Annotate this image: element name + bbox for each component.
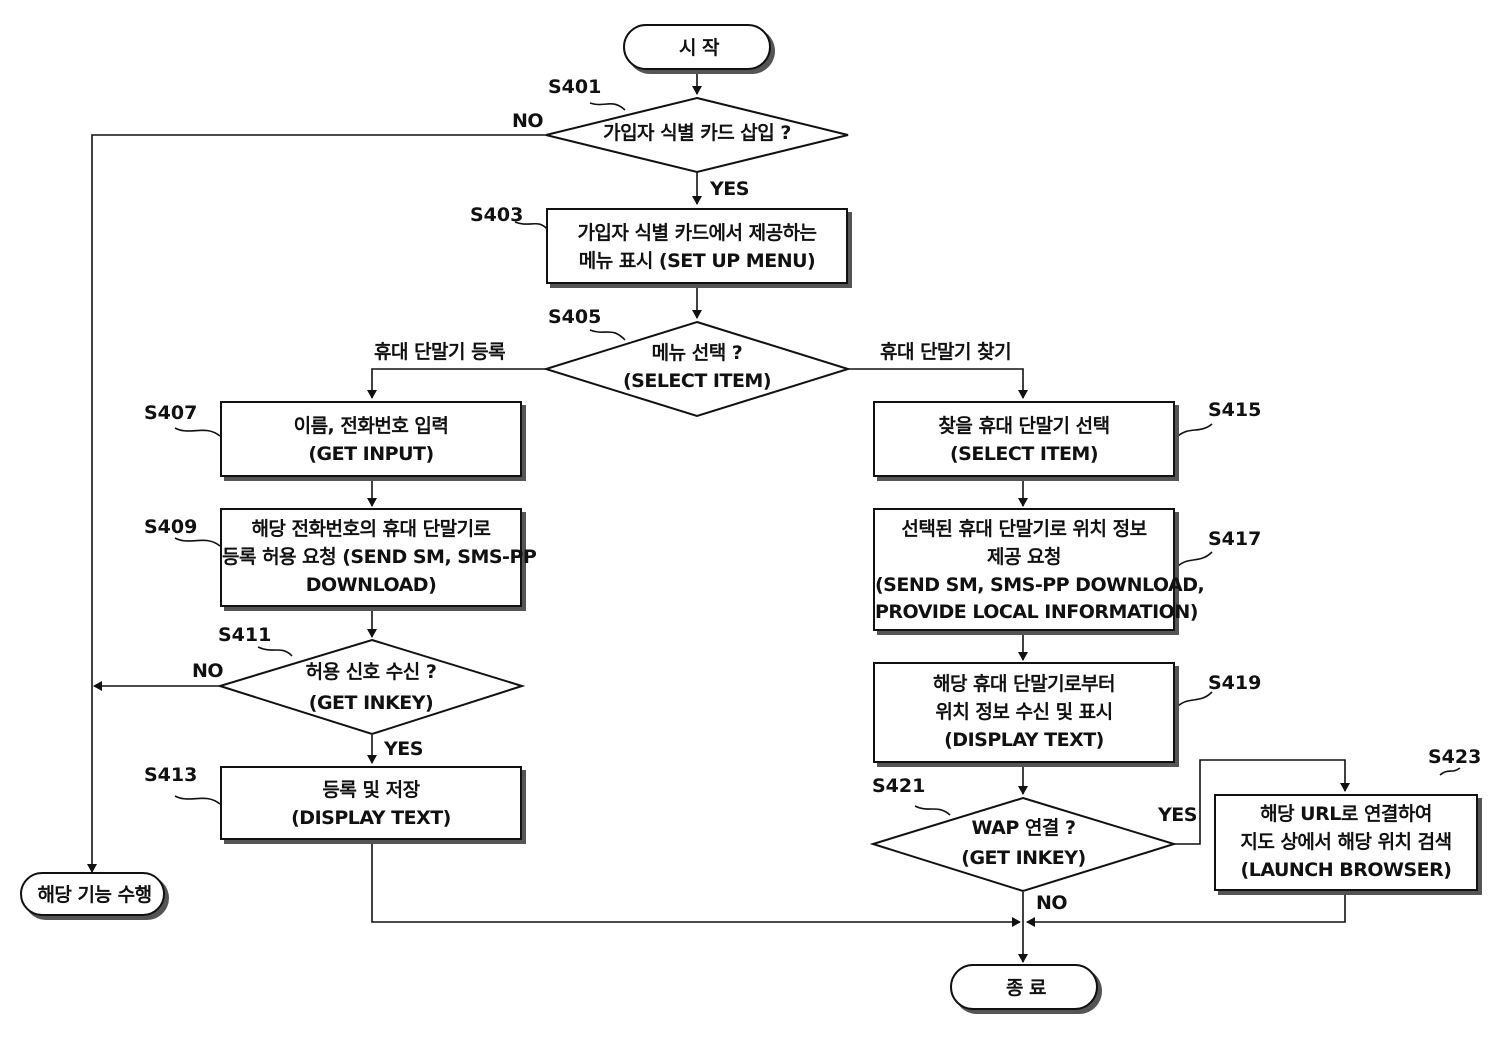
s405-left-branch-label: 휴대 단말기 등록 bbox=[374, 337, 505, 364]
s411-line1: 허용 신호 수신 ? bbox=[220, 659, 522, 685]
step-id-s403: S403 bbox=[470, 204, 523, 226]
s419-line1: 해당 휴대 단말기로부터 bbox=[875, 671, 1173, 697]
step-id-s409: S409 bbox=[144, 516, 197, 538]
s423-line3: (LAUNCH BROWSER) bbox=[1216, 857, 1476, 883]
edge-s405-s407 bbox=[372, 369, 548, 398]
leader-s413 bbox=[175, 796, 220, 804]
decision-s411-shape bbox=[220, 640, 522, 734]
s419-line2: 위치 정보 수신 및 표시 bbox=[875, 699, 1173, 725]
leader-s415 bbox=[1178, 424, 1212, 436]
s405-line1: 메뉴 선택 ? bbox=[546, 340, 848, 366]
s409-line3: DOWNLOAD) bbox=[222, 572, 520, 598]
process-s415: 찾을 휴대 단말기 선택 (SELECT ITEM) bbox=[873, 401, 1175, 477]
step-id-s413: S413 bbox=[144, 764, 197, 786]
s423-line2: 지도 상에서 해당 위치 검색 bbox=[1216, 829, 1476, 855]
edge-s423-merge bbox=[1027, 891, 1345, 922]
s421-no-label: NO bbox=[1036, 892, 1067, 914]
s401-question: 가입자 식별 카드 삽입 ? bbox=[546, 120, 848, 146]
step-id-s419: S419 bbox=[1208, 672, 1261, 694]
s415-line1: 찾을 휴대 단말기 선택 bbox=[875, 413, 1173, 439]
leader-s417 bbox=[1178, 552, 1212, 566]
leader-s407 bbox=[175, 428, 220, 436]
s423-line1: 해당 URL로 연결하여 bbox=[1216, 801, 1476, 827]
leader-s409 bbox=[175, 538, 220, 546]
process-s417: 선택된 휴대 단말기로 위치 정보 제공 요청 (SEND SM, SMS-PP… bbox=[873, 508, 1175, 631]
process-s403: 가입자 식별 카드에서 제공하는 메뉴 표시 (SET UP MENU) bbox=[546, 208, 848, 284]
process-s409: 해당 전화번호의 휴대 단말기로 등록 허용 요청 (SEND SM, SMS-… bbox=[220, 508, 522, 607]
other-function-label: 해당 기능 수행 bbox=[22, 882, 167, 908]
edge-s405-s415 bbox=[848, 369, 1023, 398]
s417-line3: (SEND SM, SMS-PP DOWNLOAD, bbox=[875, 572, 1173, 598]
s409-line1: 해당 전화번호의 휴대 단말기로 bbox=[222, 516, 520, 542]
s421-line2: (GET INKEY) bbox=[873, 845, 1174, 871]
s417-line4: PROVIDE LOCAL INFORMATION) bbox=[875, 599, 1173, 625]
s415-line2: (SELECT ITEM) bbox=[875, 441, 1173, 467]
end-terminal: 종 료 bbox=[950, 964, 1098, 1010]
leader-s421 bbox=[915, 806, 950, 815]
other-function-terminal: 해당 기능 수행 bbox=[20, 872, 165, 916]
s419-line3: (DISPLAY TEXT) bbox=[875, 727, 1173, 753]
leader-s401 bbox=[590, 103, 625, 110]
s409-line2: 등록 허용 요청 (SEND SM, SMS-PP bbox=[222, 544, 520, 570]
s405-line2: (SELECT ITEM) bbox=[546, 368, 848, 394]
process-s407: 이름, 전화번호 입력 (GET INPUT) bbox=[220, 401, 522, 477]
end-label: 종 료 bbox=[952, 975, 1100, 1001]
leader-s423 bbox=[1440, 768, 1460, 775]
s413-line2: (DISPLAY TEXT) bbox=[222, 805, 520, 831]
s403-line2: 메뉴 표시 (SET UP MENU) bbox=[548, 248, 846, 274]
start-terminal: 시 작 bbox=[623, 24, 771, 70]
s401-yes-label: YES bbox=[710, 178, 749, 200]
edge-s401-no bbox=[92, 135, 548, 872]
s421-yes-label: YES bbox=[1158, 804, 1197, 826]
s411-line2: (GET INKEY) bbox=[220, 690, 522, 716]
s417-line2: 제공 요청 bbox=[875, 544, 1173, 570]
step-id-s405: S405 bbox=[548, 306, 601, 328]
leader-s405 bbox=[590, 330, 625, 340]
step-id-s411: S411 bbox=[218, 624, 271, 646]
step-id-s415: S415 bbox=[1208, 399, 1261, 421]
step-id-s407: S407 bbox=[144, 402, 197, 424]
step-id-s401: S401 bbox=[548, 76, 601, 98]
s413-line1: 등록 및 저장 bbox=[222, 777, 520, 803]
leader-s411 bbox=[258, 647, 292, 656]
leader-s419 bbox=[1178, 692, 1212, 706]
s407-line2: (GET INPUT) bbox=[222, 441, 520, 467]
s401-no-label: NO bbox=[512, 110, 543, 132]
process-s423: 해당 URL로 연결하여 지도 상에서 해당 위치 검색 (LAUNCH BRO… bbox=[1214, 794, 1478, 891]
step-id-s417: S417 bbox=[1208, 528, 1261, 550]
s411-no-label: NO bbox=[192, 660, 223, 682]
s405-right-branch-label: 휴대 단말기 찾기 bbox=[880, 337, 1011, 364]
process-s413: 등록 및 저장 (DISPLAY TEXT) bbox=[220, 766, 522, 840]
start-label: 시 작 bbox=[625, 35, 773, 61]
s407-line1: 이름, 전화번호 입력 bbox=[222, 413, 520, 439]
s403-line1: 가입자 식별 카드에서 제공하는 bbox=[548, 220, 846, 246]
step-id-s421: S421 bbox=[872, 775, 925, 797]
s411-yes-label: YES bbox=[384, 738, 423, 760]
step-id-s423: S423 bbox=[1428, 746, 1481, 768]
s417-line1: 선택된 휴대 단말기로 위치 정보 bbox=[875, 516, 1173, 542]
s421-line1: WAP 연결 ? bbox=[873, 815, 1174, 841]
process-s419: 해당 휴대 단말기로부터 위치 정보 수신 및 표시 (DISPLAY TEXT… bbox=[873, 662, 1175, 763]
